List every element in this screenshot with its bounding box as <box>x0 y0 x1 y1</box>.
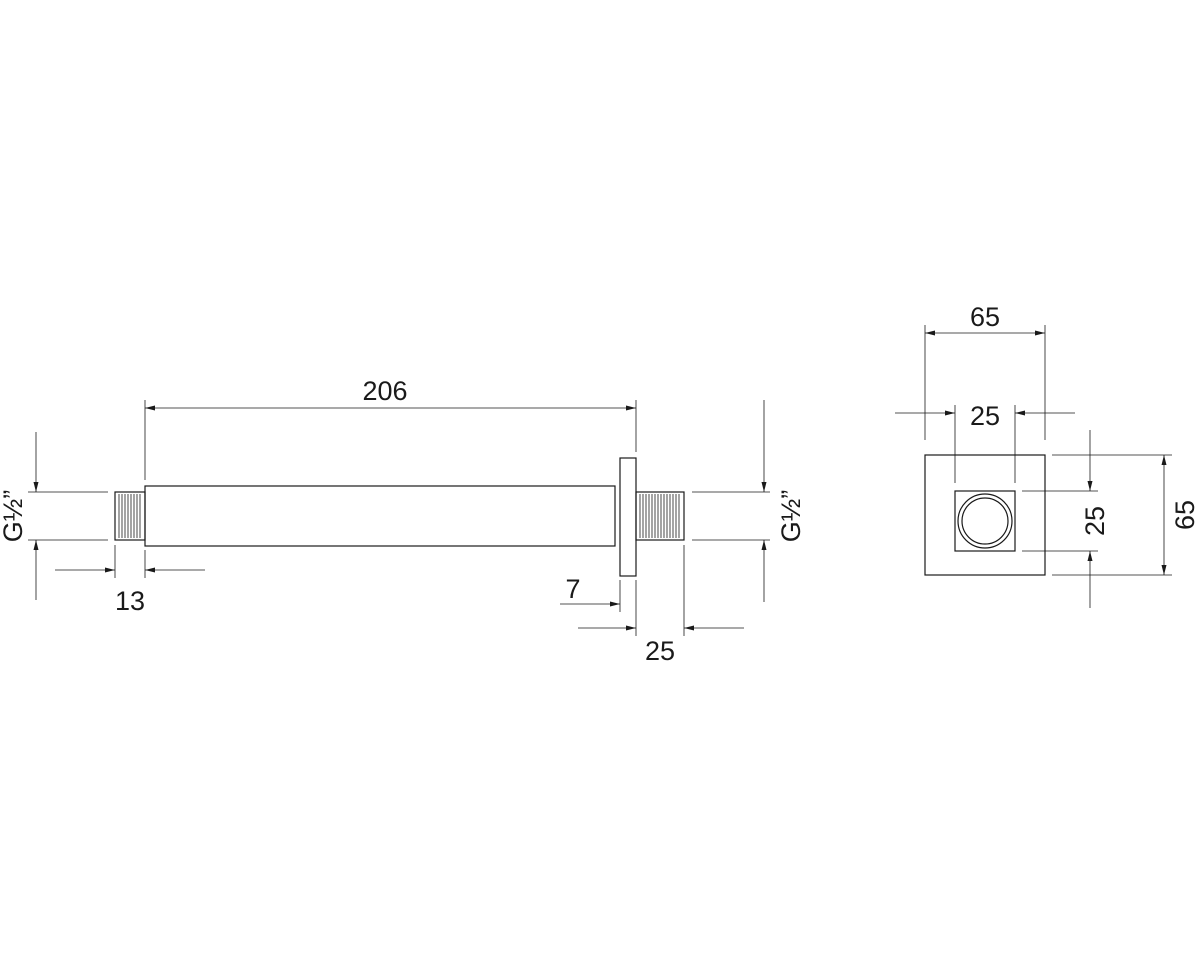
dim-left-thread: G½” <box>0 432 108 600</box>
dim-left-thread-length-label: 13 <box>115 586 145 616</box>
dim-outer-width: 65 <box>924 302 1046 440</box>
dim-flange-thickness: 7 <box>560 574 637 636</box>
side-view: 206 G½” 13 7 2 <box>0 376 806 666</box>
dim-right-thread: G½” <box>692 400 806 602</box>
outlet-outer-circle <box>957 493 1013 549</box>
dim-overall-length-label: 206 <box>362 376 407 406</box>
dim-inner-width: 25 <box>895 401 1075 483</box>
dim-inner-width-label: 25 <box>970 401 1000 431</box>
end-view: 65 25 25 65 <box>895 302 1200 608</box>
dim-outer-height: 65 <box>1052 454 1200 576</box>
dim-overall-length: 206 <box>144 376 637 480</box>
dim-flange-thickness-label: 7 <box>565 574 580 604</box>
left-thread <box>114 491 146 541</box>
dim-left-thread-label: G½” <box>0 490 28 543</box>
outlet-inner-circle <box>961 497 1009 545</box>
dim-outer-height-label: 65 <box>1170 500 1200 530</box>
flange <box>619 457 637 577</box>
outer-plate <box>924 454 1046 576</box>
dim-right-thread-length-label: 25 <box>645 636 675 666</box>
inner-square <box>954 490 1016 552</box>
left-thread-ridges <box>118 494 141 538</box>
arm-body <box>144 485 616 547</box>
dim-left-thread-length: 13 <box>55 545 205 616</box>
dim-inner-height: 25 <box>1022 430 1110 608</box>
dim-outer-width-label: 65 <box>970 302 1000 332</box>
dim-inner-height-label: 25 <box>1080 506 1110 536</box>
dim-right-thread-length: 25 <box>645 545 744 666</box>
right-thread-ridges <box>639 494 680 538</box>
right-thread <box>635 491 685 541</box>
dim-right-thread-label: G½” <box>776 490 806 543</box>
